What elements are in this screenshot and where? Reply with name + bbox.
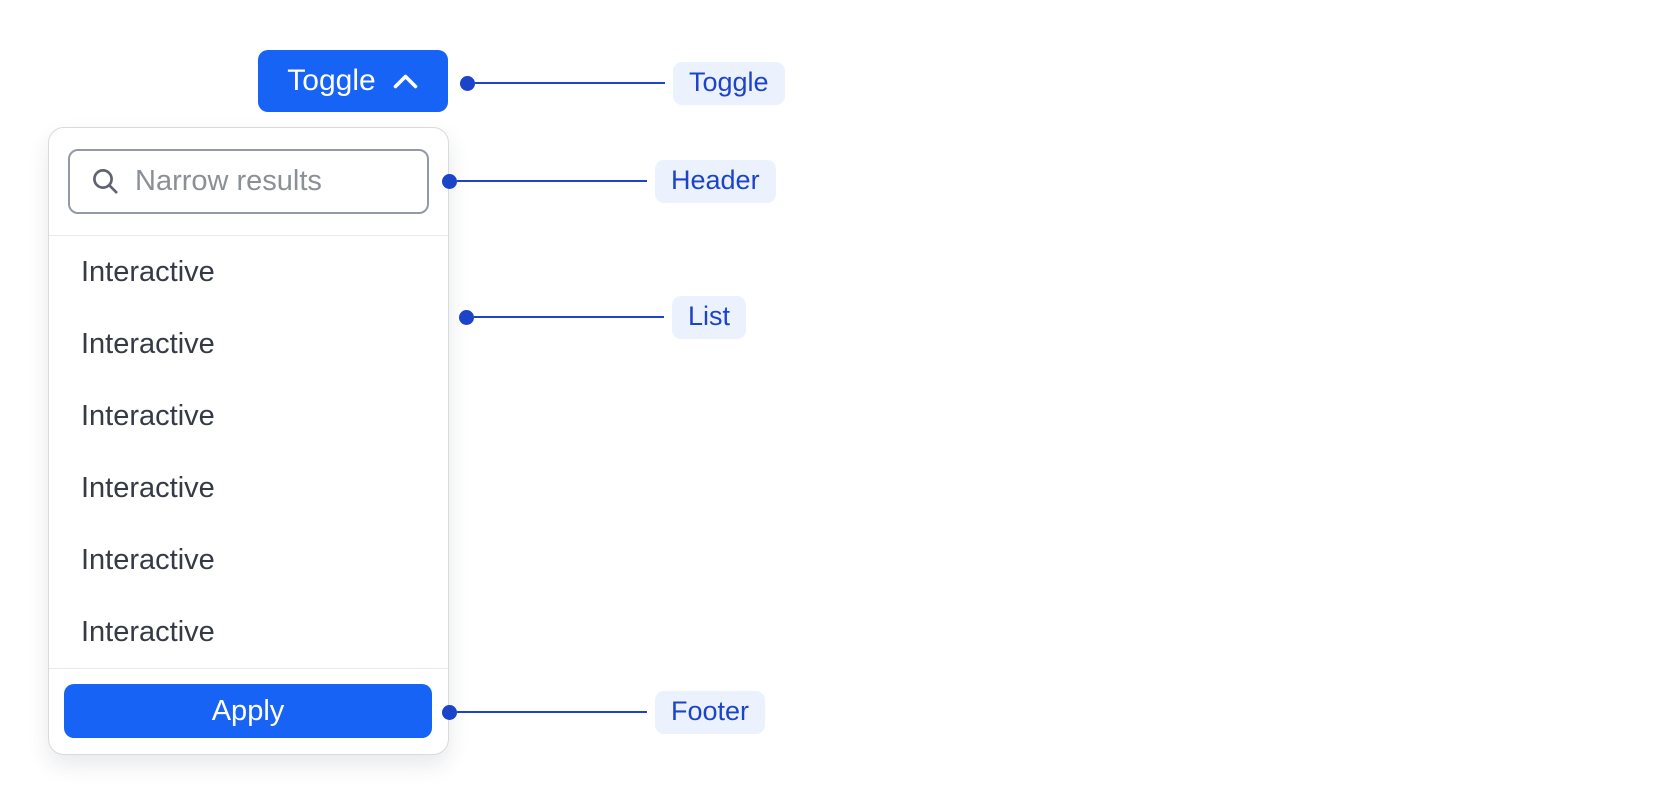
list-item[interactable]: Interactive — [81, 327, 215, 360]
annotation-footer: Footer — [442, 690, 766, 734]
annotation-label-header: Header — [655, 159, 776, 203]
apply-button[interactable]: Apply — [64, 684, 432, 738]
connector-line — [457, 179, 647, 183]
dropdown-header — [49, 128, 448, 236]
dropdown-footer: Apply — [49, 668, 448, 754]
search-box[interactable] — [68, 149, 429, 214]
connector-line — [475, 81, 665, 85]
connector-dot — [442, 173, 457, 189]
list-item[interactable]: Interactive — [81, 399, 215, 432]
annotation-header: Header — [442, 159, 776, 203]
annotation-list: List — [459, 295, 747, 339]
annotation-toggle: Toggle — [460, 61, 785, 105]
search-input[interactable] — [135, 165, 411, 198]
connector-line — [474, 315, 664, 319]
connector-dot — [460, 75, 475, 91]
search-icon — [90, 166, 121, 197]
connector-line — [457, 710, 647, 714]
toggle-button[interactable]: Toggle — [258, 50, 448, 112]
connector-dot — [459, 309, 474, 325]
list-item[interactable]: Interactive — [81, 471, 215, 504]
dropdown-list: Interactive Interactive Interactive Inte… — [49, 236, 448, 668]
list-item[interactable]: Interactive — [81, 255, 215, 288]
dropdown-panel: Interactive Interactive Interactive Inte… — [48, 127, 449, 755]
connector-dot — [442, 704, 457, 720]
list-item[interactable]: Interactive — [81, 543, 215, 576]
toggle-button-label: Toggle — [287, 64, 376, 97]
list-item[interactable]: Interactive — [81, 615, 215, 648]
chevron-up-icon — [392, 72, 419, 91]
annotation-label-toggle: Toggle — [673, 61, 785, 105]
annotation-label-list: List — [672, 295, 747, 339]
annotation-label-footer: Footer — [655, 690, 766, 734]
